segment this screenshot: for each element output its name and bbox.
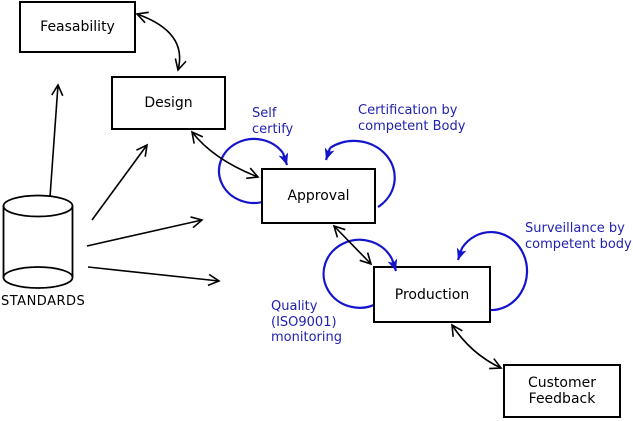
approval-box	[261, 168, 376, 224]
surveillance-loop-arrowhead	[456, 247, 467, 261]
quality-monitoring-loop-arrowhead	[387, 258, 398, 272]
feasability-label: Feasability	[40, 19, 115, 35]
approval-production-arrow	[332, 224, 373, 266]
customer-feedback-label: Customer Feedback	[527, 375, 596, 407]
certification-note: Certification by competent Body	[358, 103, 466, 134]
quality-monitoring-loop	[322, 238, 393, 309]
design-approval-arrow	[190, 130, 260, 180]
customer-feedback-box	[503, 364, 621, 418]
production-feedback-arrow	[451, 323, 503, 370]
cylinder-top-ellipse	[2, 194, 74, 218]
production-label: Production	[394, 286, 470, 303]
standards-to-feasability-arrow	[49, 83, 64, 198]
surveillance-note: Surveillance by competent body	[525, 221, 632, 252]
certification-loop-arrowhead	[324, 147, 335, 161]
standards-to-design-arrow	[91, 143, 149, 221]
standards-label: STANDARDS	[1, 294, 86, 309]
cylinder-bottom-ellipse	[2, 266, 74, 289]
feasability-design-arrow	[135, 11, 187, 72]
standards-to-production-arrow	[87, 266, 221, 287]
self-certify-note: Self certify	[252, 106, 294, 137]
standards-cylinder	[2, 194, 74, 289]
production-box	[373, 266, 491, 323]
quality-monitoring-note: Quality (ISO9001) monitoring	[271, 299, 342, 345]
design-label: Design	[144, 95, 193, 111]
self-certify-loop-arrowhead	[278, 152, 289, 166]
surveillance-loop	[461, 230, 529, 312]
design-box	[111, 76, 226, 130]
standards-to-approval-arrow	[86, 216, 204, 247]
certification-loop	[329, 139, 396, 208]
approval-label: Approval	[287, 188, 350, 204]
feasability-box	[19, 1, 136, 53]
